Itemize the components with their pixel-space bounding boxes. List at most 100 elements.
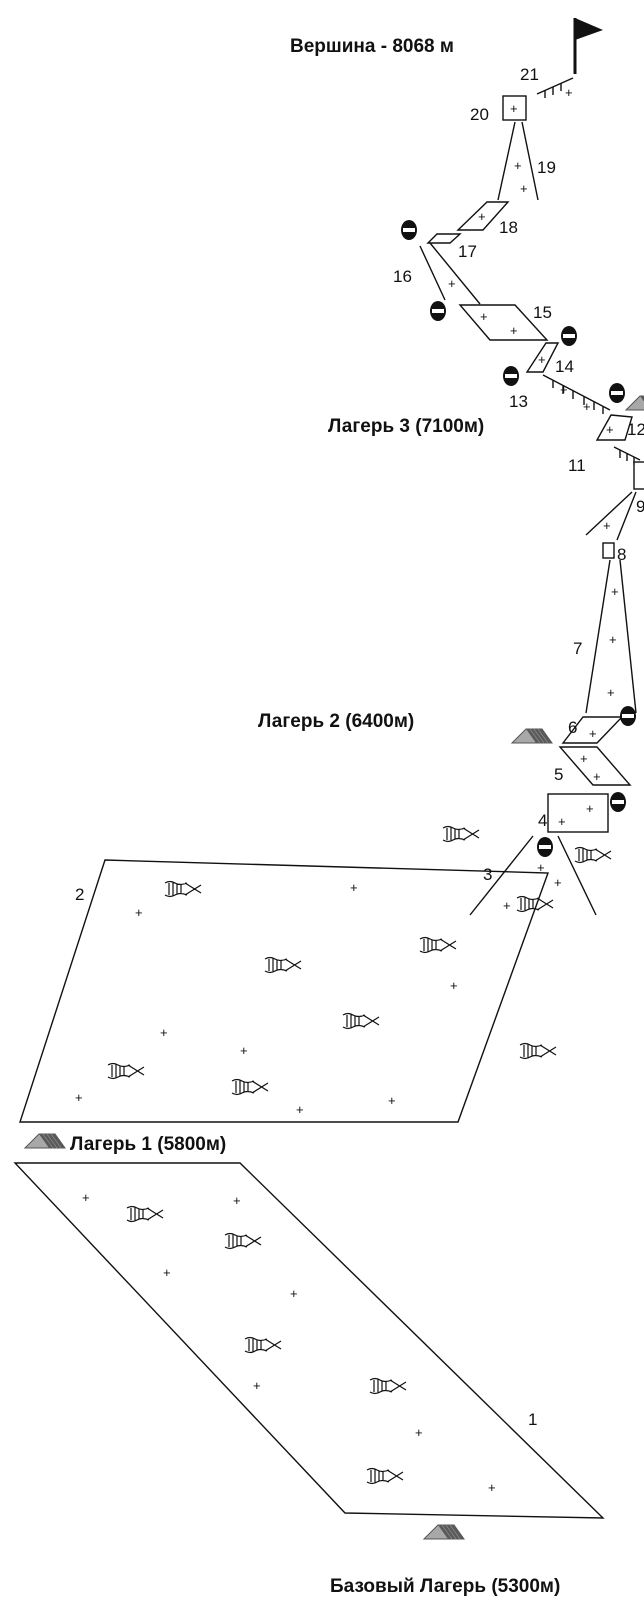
pitch-number: 18 (499, 218, 518, 237)
pitch-6-slab (561, 716, 624, 744)
svg-text:+: + (480, 309, 488, 324)
piton-icon (430, 301, 446, 321)
svg-text:+: + (606, 422, 614, 437)
pitch-21: + (536, 77, 574, 100)
svg-text:+: + (510, 323, 518, 338)
svg-text:+: + (135, 905, 143, 920)
svg-text:+: + (586, 801, 594, 816)
svg-text:+: + (560, 382, 568, 397)
svg-text:+: + (448, 276, 456, 291)
pitch-14-slab (525, 342, 560, 373)
svg-text:+: + (233, 1193, 241, 1208)
svg-text:+: + (593, 769, 601, 784)
pitch-18-slab (456, 201, 510, 231)
svg-text:+: + (488, 1480, 496, 1495)
pitch-13-hatched: + + (542, 374, 611, 414)
svg-text:+: + (75, 1090, 83, 1105)
svg-text:+: + (603, 518, 611, 533)
camp-3-label: Лагерь 3 (7100м) (328, 416, 484, 437)
svg-text:+: + (290, 1286, 298, 1301)
summit-label: Вершина - 8068 м (290, 36, 454, 57)
pitch-number: 2 (75, 885, 84, 904)
svg-text:+: + (565, 85, 573, 100)
belay-station-box (502, 95, 527, 121)
flag-icon (573, 18, 603, 74)
svg-text:+: + (558, 814, 566, 829)
svg-text:+: + (611, 584, 619, 599)
pitch-15-slab (458, 304, 549, 341)
pitch-number: 6 (568, 718, 577, 737)
belay-station-box (602, 542, 615, 559)
ice-serac-icon (574, 846, 612, 864)
pitch-number: 9 (636, 497, 644, 516)
svg-text:+: + (450, 978, 458, 993)
pitch-7-lines (585, 559, 637, 714)
piton-icon (561, 326, 577, 346)
pitch-11-hatched (613, 446, 644, 490)
svg-text:+: + (607, 685, 615, 700)
pitch-number: 3 (483, 865, 492, 884)
svg-text:+: + (253, 1378, 261, 1393)
pitch-4-block (547, 793, 609, 833)
piton-icon (503, 366, 519, 386)
pitch-number: 15 (533, 303, 552, 322)
pitch-3-lines (469, 835, 597, 916)
svg-text:+: + (554, 875, 562, 890)
svg-text:+: + (580, 751, 588, 766)
pitch-number: 20 (470, 105, 489, 124)
pitch-number: 16 (393, 267, 412, 286)
svg-text:+: + (589, 726, 597, 741)
svg-text:+: + (537, 860, 545, 875)
pitch-number: 21 (520, 65, 539, 84)
svg-text:+: + (82, 1190, 90, 1205)
pitch-number: 11 (568, 456, 586, 475)
camp-2-label: Лагерь 2 (6400м) (258, 711, 414, 732)
svg-text:+: + (388, 1093, 396, 1108)
pitch-12-slab (595, 414, 633, 441)
piton-icon (537, 837, 553, 857)
ice-serac-icon (519, 1042, 557, 1060)
svg-text:+: + (538, 352, 546, 367)
pitch-number: 1 (528, 1410, 537, 1429)
piton-icon (610, 792, 626, 812)
pitch-9-lines (585, 491, 637, 541)
svg-text:+: + (240, 1043, 248, 1058)
tent-icon (423, 1524, 465, 1540)
pitch-number: 4 (538, 811, 547, 830)
pitch-5-slab (558, 746, 632, 786)
piton-icon (401, 220, 417, 240)
pitch-2-field (19, 859, 549, 1123)
pitch-number: 17 (458, 242, 477, 261)
svg-text:+: + (163, 1265, 171, 1280)
svg-text:+: + (609, 632, 617, 647)
pitch-19-lines (497, 121, 539, 201)
pitch-1-field (13, 1162, 605, 1519)
pitch-16-lines (419, 242, 481, 305)
svg-text:+: + (520, 181, 528, 196)
pitch-number: 7 (573, 639, 582, 658)
svg-text:+: + (350, 880, 358, 895)
camp-1-label: Лагерь 1 (5800м) (70, 1134, 226, 1155)
svg-text:+: + (415, 1425, 423, 1440)
tent-icon (625, 395, 644, 411)
svg-text:+: + (296, 1102, 304, 1117)
svg-text:+: + (510, 101, 518, 116)
piton-icon (609, 383, 625, 403)
pitch-number: 14 (555, 357, 574, 376)
pitch-number: 12 (627, 420, 644, 439)
svg-text:+: + (514, 158, 522, 173)
ice-serac-icon (442, 825, 480, 843)
base-camp-label: Базовый Лагерь (5300м) (330, 1576, 560, 1597)
pitch-number: 8 (617, 545, 626, 564)
svg-text:+: + (503, 898, 511, 913)
piton-icon (620, 706, 636, 726)
pitch-number: 13 (509, 392, 528, 411)
svg-text:+: + (583, 399, 591, 414)
svg-text:+: + (478, 209, 486, 224)
pitch-17-ledge (426, 233, 462, 244)
tent-icon (511, 728, 553, 744)
tent-icon (24, 1133, 66, 1149)
pitch-number: 5 (554, 765, 563, 784)
svg-text:+: + (160, 1025, 168, 1040)
